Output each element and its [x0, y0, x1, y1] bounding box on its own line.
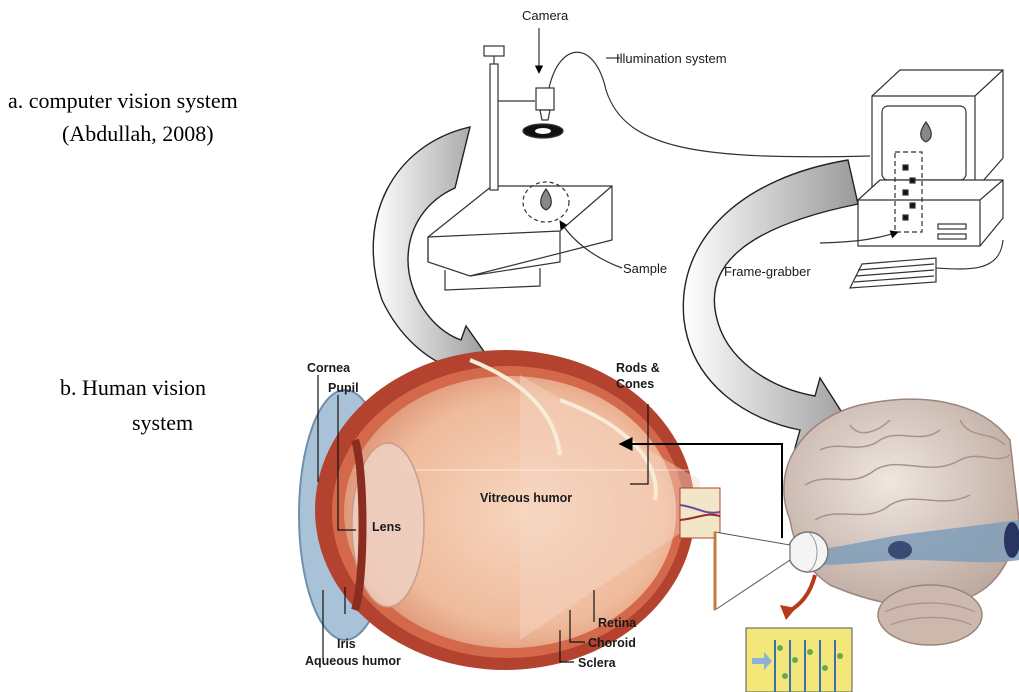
caption-b-line2: system — [132, 410, 193, 435]
label-pupil: Pupil — [328, 381, 359, 395]
sample-table — [428, 186, 612, 276]
cerebellum — [878, 585, 982, 645]
label-vitreous-humor: Vitreous humor — [480, 491, 572, 505]
label-camera: Camera — [522, 8, 569, 23]
camera-body — [536, 88, 554, 110]
label-cornea: Cornea — [307, 361, 351, 375]
label-rods-line2: Cones — [616, 377, 654, 391]
brain-hemisphere — [784, 399, 1019, 606]
arrow-to-brain — [683, 160, 858, 448]
brain-eye — [788, 532, 828, 572]
label-illumination-system: Illumination system — [616, 51, 727, 66]
brain-red-arrow — [788, 575, 815, 612]
label-choroid: Choroid — [588, 636, 636, 650]
label-lens: Lens — [372, 520, 401, 534]
retina-circuit-inset — [746, 628, 852, 692]
label-retina: Retina — [598, 616, 637, 630]
label-frame-grabber: Frame-grabber — [724, 264, 811, 279]
eye-cross-section: Cornea Pupil Lens Iris Aqueous humor Vit… — [299, 350, 720, 670]
camera-stand — [490, 64, 498, 190]
label-iris: Iris — [337, 637, 356, 651]
caption-a-line1: a. computer vision system — [8, 88, 238, 113]
visual-field-cone — [715, 532, 790, 610]
caption-b-line1: b. Human vision — [60, 375, 206, 400]
label-sample: Sample — [623, 261, 667, 276]
label-sclera: Sclera — [578, 656, 617, 670]
label-aqueous-humor: Aqueous humor — [305, 654, 401, 668]
label-rods-line1: Rods & — [616, 361, 660, 375]
computer-case — [858, 180, 1003, 246]
caption-a-line2: (Abdullah, 2008) — [62, 121, 214, 146]
